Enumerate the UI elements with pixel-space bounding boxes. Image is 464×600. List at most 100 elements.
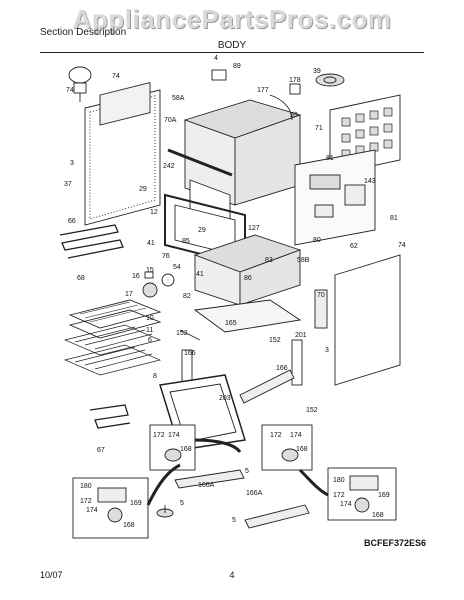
part-label: 180 xyxy=(80,483,92,490)
part-label: 168 xyxy=(180,446,192,453)
part-label: 4 xyxy=(214,55,218,62)
part-label: 168 xyxy=(372,512,384,519)
part-label: 70A xyxy=(164,117,177,124)
part-label: 54 xyxy=(173,264,181,271)
heating-element-66 xyxy=(59,224,124,259)
part-label: 16 xyxy=(132,273,140,280)
door-frame xyxy=(164,193,246,267)
part-label: 166A xyxy=(246,490,263,497)
part-label: 169 xyxy=(378,492,390,499)
part-label: 172 xyxy=(80,498,92,505)
part-label: 37 xyxy=(64,181,72,188)
section-header: Section Description xyxy=(40,27,127,38)
part-label: 15 xyxy=(146,267,154,274)
inset-box-glide-right xyxy=(261,424,313,471)
part-label: 152 xyxy=(176,330,188,337)
part-label: 67 xyxy=(97,447,105,454)
part-label: 39 xyxy=(313,68,321,75)
part-label: 74 xyxy=(398,242,406,249)
part-label: 29 xyxy=(139,186,147,193)
part-label: 177 xyxy=(257,87,269,94)
part-label: 80 xyxy=(313,237,321,244)
part-label: 71 xyxy=(315,125,323,132)
part-labels: 74 74 74 3 3 70A 58A 242 89 177 178 59 3… xyxy=(64,55,406,529)
part-label: 152 xyxy=(306,407,318,414)
leveling-foot xyxy=(156,505,174,518)
part-label: 174 xyxy=(86,507,98,514)
part-label: 6 xyxy=(148,337,152,344)
part-label: 58A xyxy=(172,95,185,102)
part-label: 86 xyxy=(244,275,252,282)
part-label: 81 xyxy=(326,155,334,162)
part-label: 152 xyxy=(269,337,281,344)
side-panel-right xyxy=(334,254,401,386)
inset-box-glide-left xyxy=(149,424,196,471)
part-label: 143 xyxy=(364,178,376,185)
part-label: 17 xyxy=(125,291,133,298)
door-panel-left xyxy=(84,82,161,226)
part-label: 11 xyxy=(146,327,153,334)
part-label: 201 xyxy=(295,332,307,339)
inset-box-roller-right xyxy=(327,467,397,521)
part-label: 10 xyxy=(146,315,154,322)
part-label: 174 xyxy=(340,501,352,508)
section-title: BODY xyxy=(217,40,247,51)
part-label: 166 xyxy=(184,350,196,357)
page-number: 4 xyxy=(229,570,235,580)
rail-166A-right xyxy=(244,504,310,529)
control-panel-board xyxy=(294,149,376,246)
footer-date: 10/07 xyxy=(40,570,63,580)
drawer-slide-right xyxy=(291,339,303,386)
part-label: 168 xyxy=(296,446,308,453)
part-label: 70 xyxy=(317,292,325,299)
part-label: 5 xyxy=(232,517,236,524)
part-label: 178 xyxy=(289,77,301,84)
part-label: 68 xyxy=(77,275,85,282)
bottom-tray xyxy=(179,299,302,341)
part-label: 127 xyxy=(248,225,260,232)
part-label: 85 xyxy=(182,238,190,245)
part-label: 166 xyxy=(276,365,288,372)
part-label: 12 xyxy=(150,209,158,216)
watermark: AppliancePartsPros.com xyxy=(72,4,392,34)
part-label: 58B xyxy=(297,257,310,264)
oven-box-lower xyxy=(193,234,302,306)
part-label: 89 xyxy=(233,63,241,70)
part-label: 174 xyxy=(168,432,180,439)
part-label: 76 xyxy=(162,253,170,260)
knob-74 xyxy=(68,66,92,102)
part-label: 74 xyxy=(66,87,74,94)
part-label: 203 xyxy=(219,395,231,402)
selector-knob-group xyxy=(142,271,175,298)
part-label: 166A xyxy=(198,482,215,489)
part-label: 180 xyxy=(333,477,345,484)
part-label: 59 xyxy=(290,112,298,119)
oven-box-upper xyxy=(183,99,302,231)
part-label: 3 xyxy=(325,347,329,354)
part-label: 5 xyxy=(245,468,249,475)
part-label: 81 xyxy=(390,215,398,222)
part-label: 82 xyxy=(183,293,191,300)
part-label: 242 xyxy=(163,163,175,170)
part-label: 74 xyxy=(112,73,120,80)
part-label: 165 xyxy=(225,320,237,327)
part-label: 174 xyxy=(290,432,302,439)
part-label: 8 xyxy=(153,373,157,380)
part-label: 172 xyxy=(270,432,282,439)
oven-rack-upper xyxy=(63,324,162,356)
part-label: 172 xyxy=(153,432,165,439)
part-label: 41 xyxy=(147,240,155,247)
part-label: 41 xyxy=(196,271,204,278)
part-label: 66 xyxy=(68,218,76,225)
part-label: 169 xyxy=(130,500,142,507)
inset-box-roller-left xyxy=(72,477,149,539)
diagram-model-code: BCFEF372ES6 xyxy=(363,538,426,548)
part-label: 168 xyxy=(123,522,135,529)
part-label: 3 xyxy=(70,160,74,167)
part-label: 83 xyxy=(265,257,273,264)
part-label: 5 xyxy=(180,500,184,507)
part-label: 62 xyxy=(350,243,358,250)
part-label: 172 xyxy=(333,492,345,499)
part-label: 29 xyxy=(198,227,206,234)
